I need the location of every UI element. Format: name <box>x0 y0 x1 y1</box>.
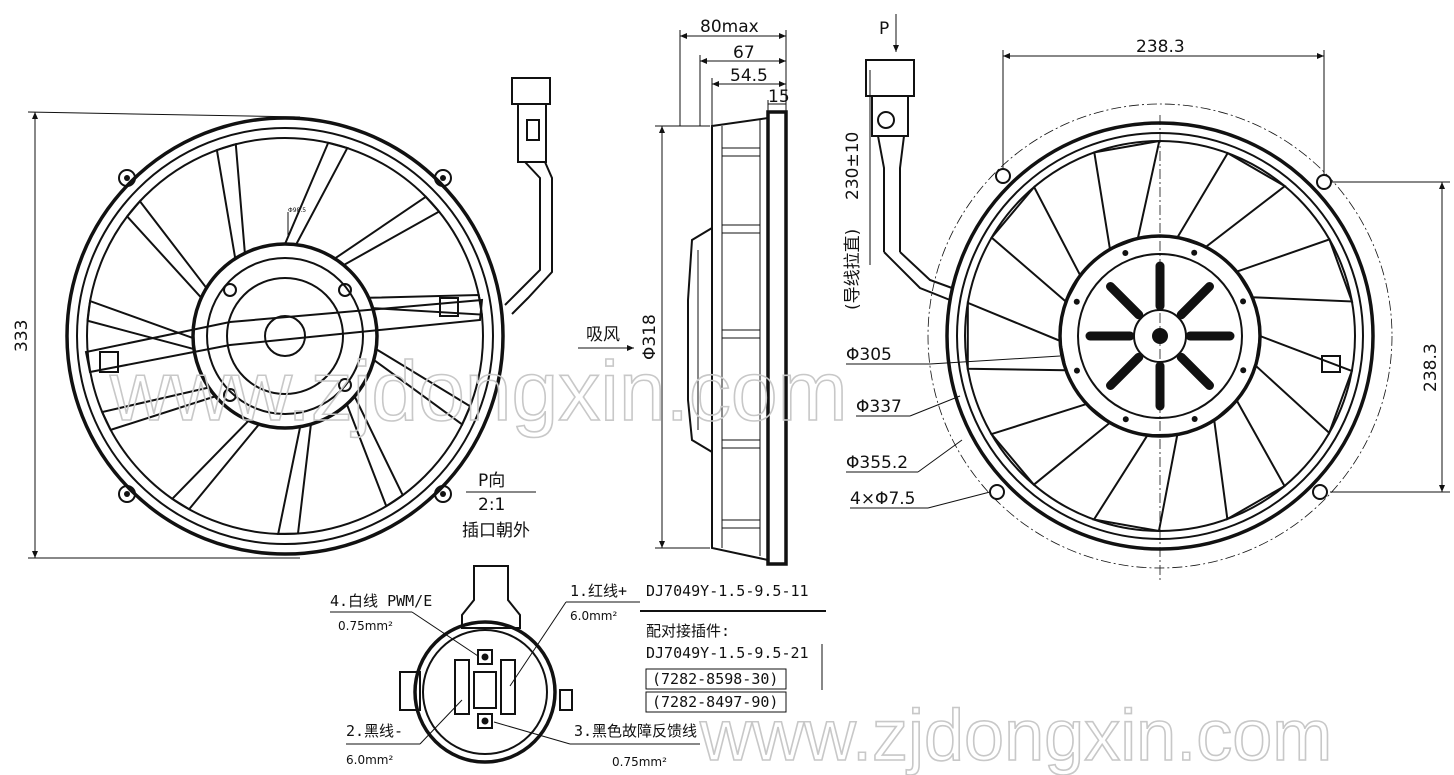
connector-pn: DJ7049Y-1.5-9.5-11 <box>646 582 809 600</box>
view-note: 插口朝外 <box>462 521 530 541</box>
shroud-rib <box>721 519 761 529</box>
seal-2: (7282-8497-90) <box>652 693 778 711</box>
fan-strut <box>215 142 246 261</box>
mating-title: 配对接插件: <box>646 622 730 640</box>
dim-phi-355-2: Φ355.2 <box>846 453 908 473</box>
wire-note: (导线拉直) <box>843 229 863 310</box>
hub-bolt <box>1240 298 1247 305</box>
fan-blade <box>1093 139 1161 251</box>
hub-bolt <box>1073 298 1080 305</box>
fan-strut <box>333 195 441 267</box>
hub-spoke <box>1106 352 1144 390</box>
pin2-gauge: 6.0mm² <box>346 753 393 767</box>
fan-strut <box>125 199 208 300</box>
wire-length: 230±10 <box>843 132 863 200</box>
airflow-label: 吸风 <box>586 325 620 345</box>
pin4-label: 4.白线 PWM/E <box>330 592 432 610</box>
hub-bolt <box>1122 249 1129 256</box>
fan-blade <box>1175 151 1287 249</box>
dim-holes: 4×Φ7.5 <box>850 489 915 509</box>
fan-strut <box>283 141 349 246</box>
fan-blade <box>1213 398 1286 521</box>
front-view: Φ98.5 333 <box>12 77 553 559</box>
watermark-center: www.zjdongxin.com <box>109 344 848 438</box>
hub-bolt <box>1240 367 1247 374</box>
pin3-gauge: 0.75mm² <box>612 755 667 769</box>
connector-detail: P向 2:1 插口朝外 4.白线 PWM/E 0.75mm² 1.红线+ 6.0… <box>330 471 826 769</box>
pin3-label: 3.黑色故障反馈线 <box>574 722 697 740</box>
view-title: P向 <box>478 471 505 491</box>
hub-spoke <box>1106 282 1144 320</box>
hub-spoke <box>1176 352 1214 390</box>
seal-1: (7282-8598-30) <box>652 670 778 688</box>
hub-bolt <box>1122 416 1129 423</box>
hub-bolt <box>1191 416 1198 423</box>
dim-54-5: 54.5 <box>730 66 768 86</box>
hub-bolt <box>1073 367 1080 374</box>
dim-333: 333 <box>12 320 32 352</box>
shroud-rib <box>721 147 761 157</box>
pin2-label: 2.黑线- <box>346 722 403 740</box>
dim-phi-318: Φ318 <box>640 314 660 360</box>
watermark-bottom: www.zjdongxin.com <box>699 696 1332 775</box>
dim-15: 15 <box>768 87 790 107</box>
pin1-gauge: 6.0mm² <box>570 609 617 623</box>
fan-blade <box>1092 433 1179 533</box>
fan-strut <box>86 299 196 351</box>
pin1-label: 1.红线+ <box>570 582 627 600</box>
hub-spoke <box>1176 282 1214 320</box>
view-scale: 2:1 <box>478 495 505 515</box>
fan-strut <box>276 422 313 535</box>
hub-bolt <box>1191 249 1198 256</box>
mating-pn: DJ7049Y-1.5-9.5-21 <box>646 644 809 662</box>
dim-phi-305: Φ305 <box>846 345 892 365</box>
side-view: 80max 67 54.5 15 Φ318 吸风 <box>578 17 790 566</box>
fan-blade <box>966 301 1068 372</box>
p-arrow-label: P <box>879 19 889 39</box>
shroud-rib <box>721 224 761 234</box>
pin4-gauge: 0.75mm² <box>338 619 393 633</box>
rear-view: 238.3 238.3 Φ305 Φ337 Φ355.2 4×Φ7.5 P (导… <box>843 14 1450 580</box>
shroud-rib <box>721 439 761 449</box>
shroud-rib <box>721 329 761 339</box>
dim-238-3-h: 238.3 <box>1136 37 1185 57</box>
dim-238-3-v: 238.3 <box>1421 343 1441 392</box>
hub-dia-label: Φ98.5 <box>288 207 306 214</box>
dim-80max: 80max <box>700 17 759 37</box>
dim-67: 67 <box>733 43 755 63</box>
dim-phi-337: Φ337 <box>856 397 902 417</box>
